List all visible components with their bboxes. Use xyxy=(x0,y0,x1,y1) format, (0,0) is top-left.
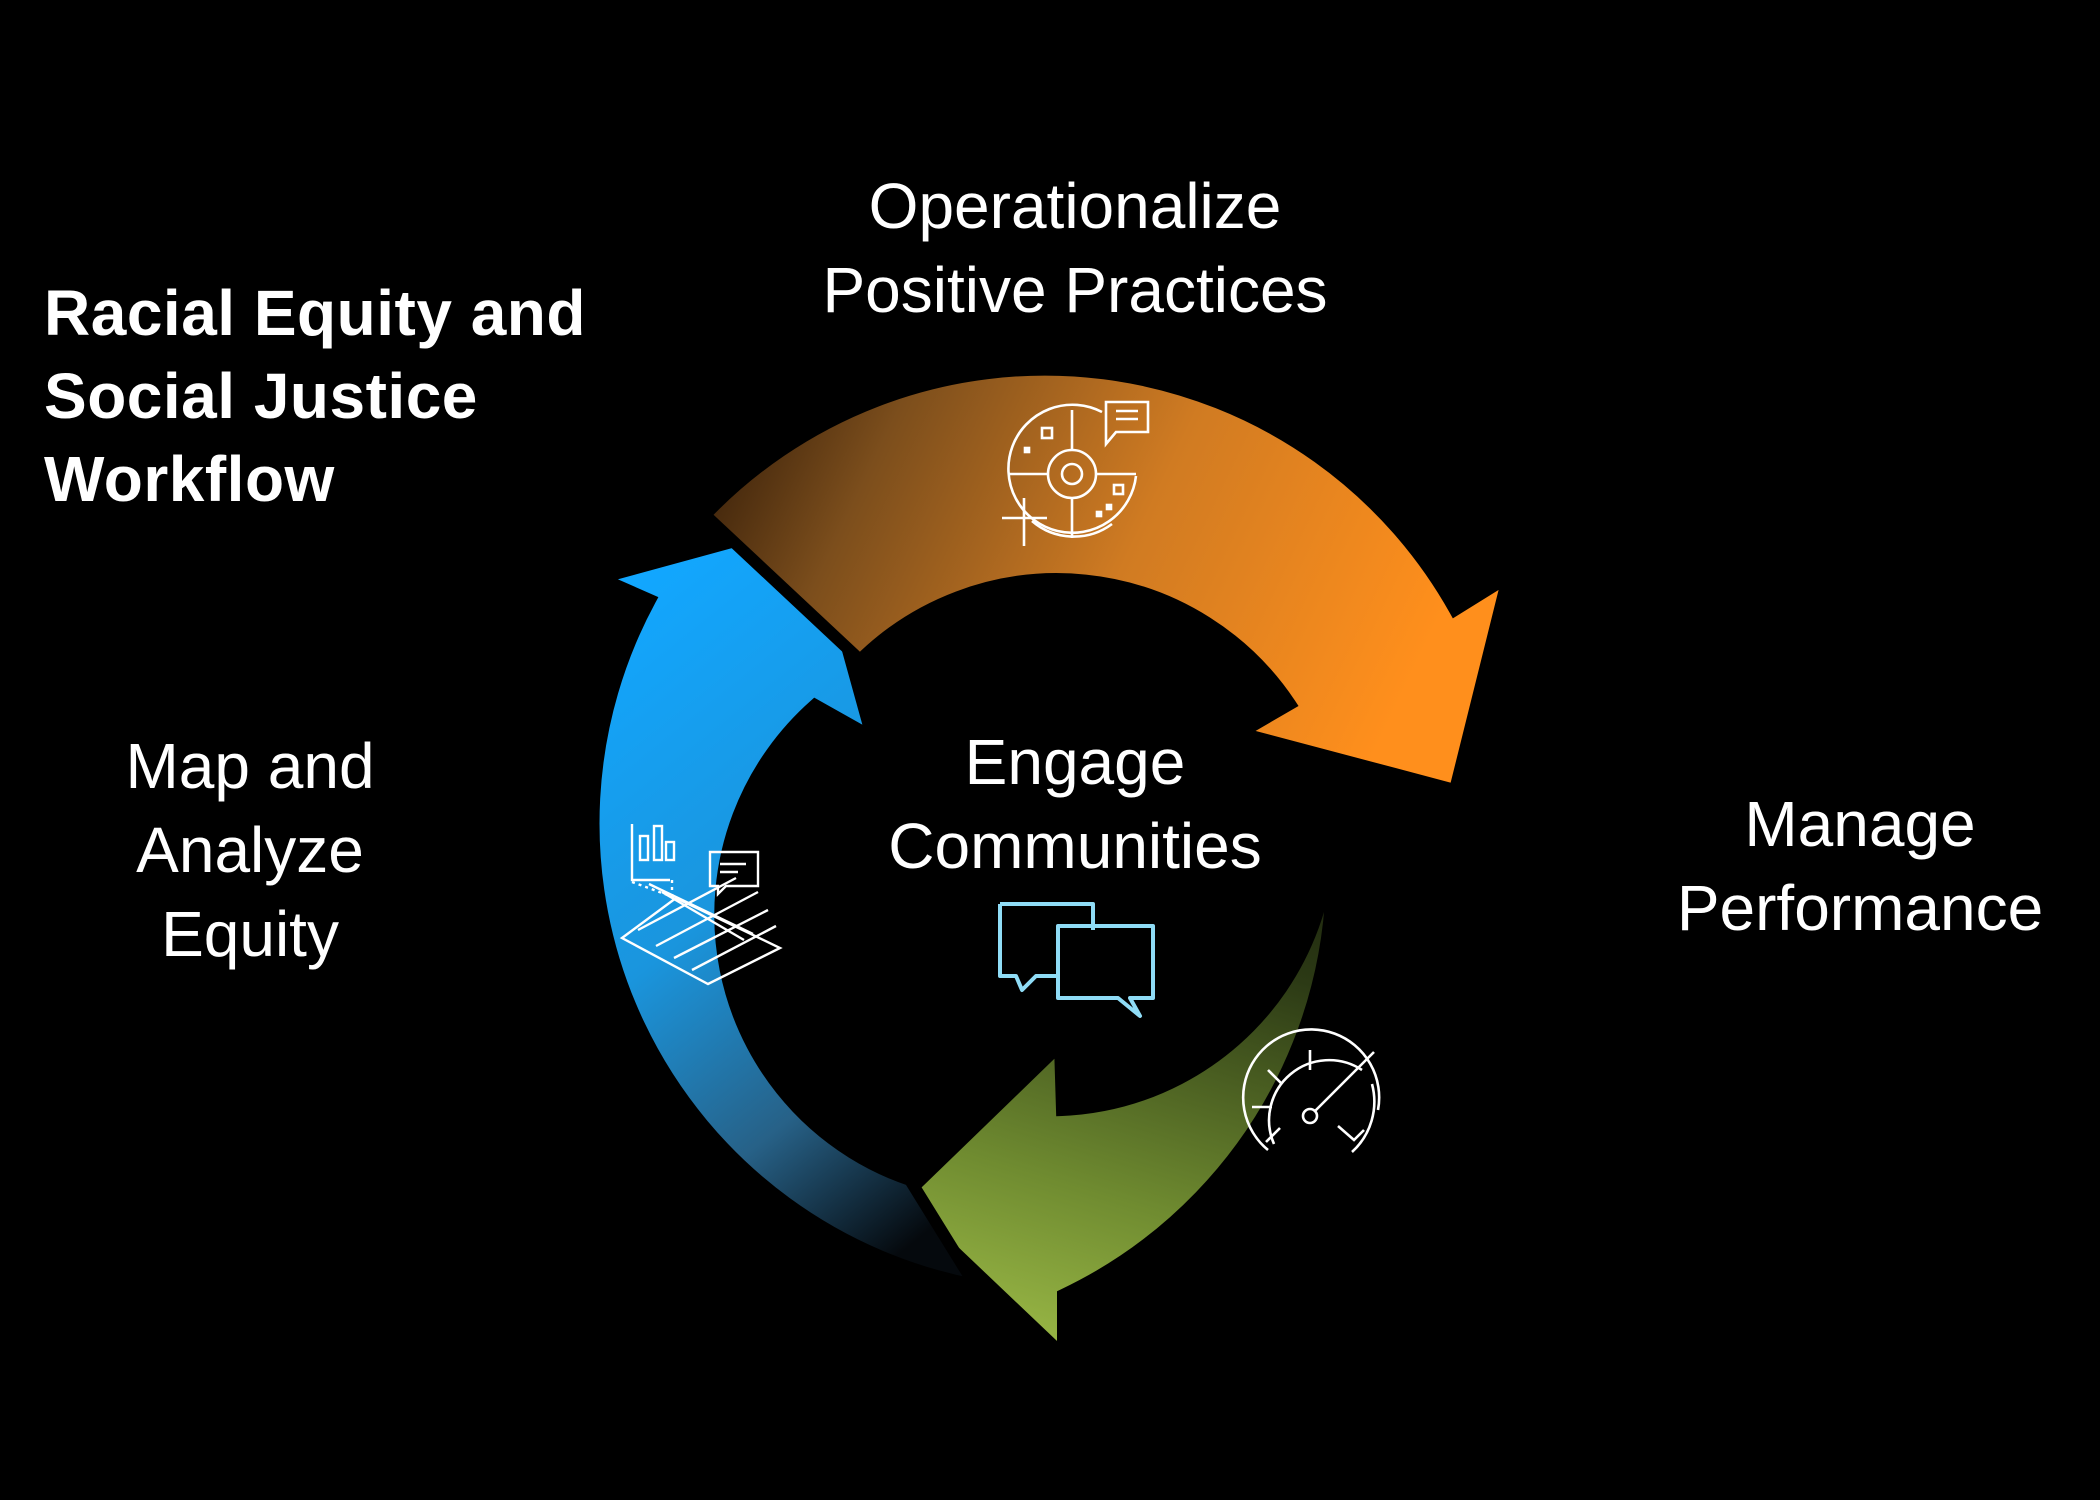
arrow-manage-performance xyxy=(891,697,1338,1369)
center-label: Engage Communities xyxy=(888,726,1262,882)
target-dashboard-icon xyxy=(1002,400,1150,546)
step-label-manage-performance: Manage Performance xyxy=(1676,788,2044,944)
map-chart-icon xyxy=(619,824,783,986)
arrow-map-analyze xyxy=(582,512,988,1294)
diagram-title: Racial Equity and Social Justice Workflo… xyxy=(44,277,586,515)
step-label-operationalize: Operationalize Positive Practices xyxy=(822,170,1328,326)
chat-bubbles-icon xyxy=(998,902,1155,1018)
step-label-map-analyze: Map and Analyze Equity xyxy=(125,730,375,970)
speedometer-icon xyxy=(1241,1028,1381,1153)
arrow-operationalize xyxy=(696,363,1518,798)
